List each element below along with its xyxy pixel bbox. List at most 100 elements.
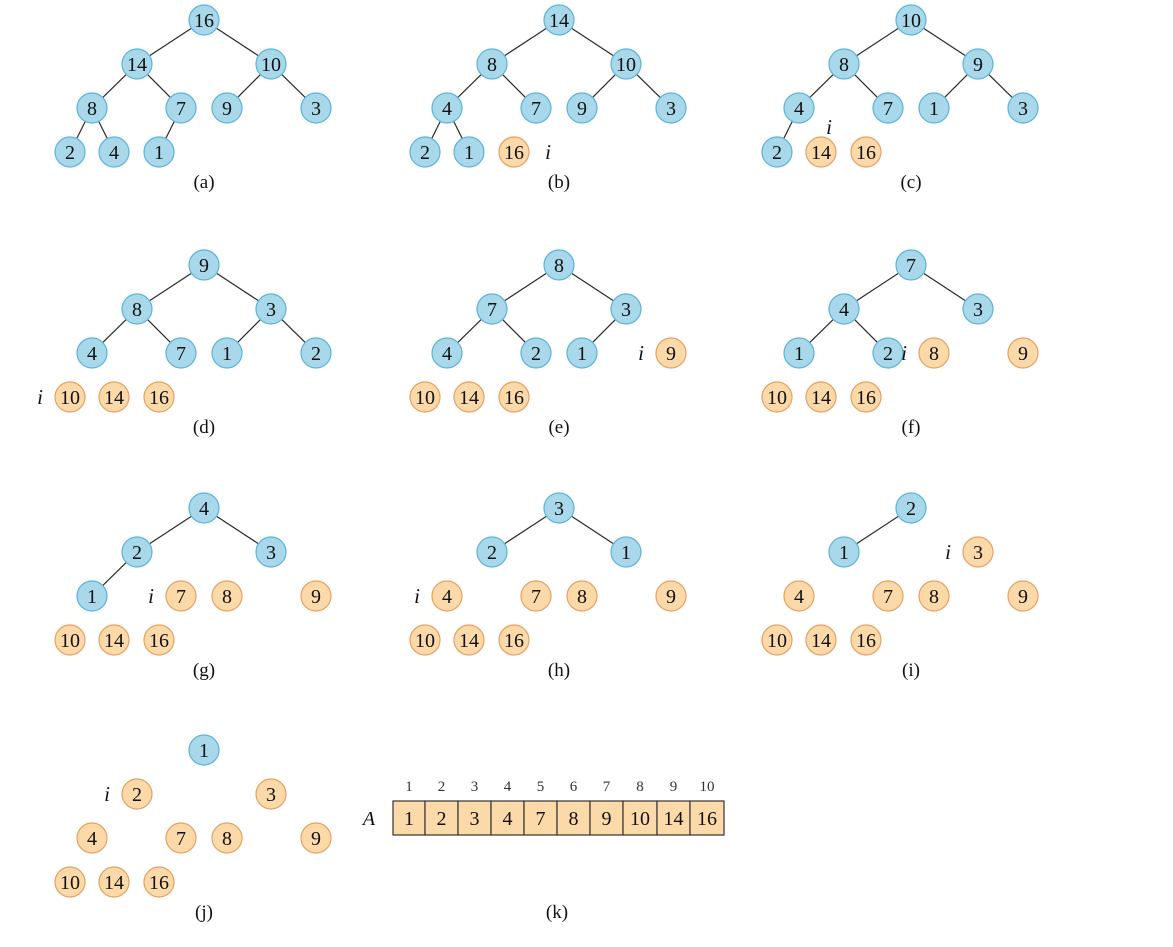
node-value: 16 bbox=[149, 872, 169, 894]
node-circle bbox=[188, 734, 220, 766]
tree-edge bbox=[165, 121, 175, 139]
node-value: 9 bbox=[666, 343, 676, 365]
sorted-node: 10 bbox=[409, 624, 441, 656]
node-circle bbox=[566, 580, 598, 612]
node-circle bbox=[895, 249, 927, 281]
node-circle bbox=[98, 381, 130, 413]
array-cell-value: 8 bbox=[569, 808, 579, 830]
array-index-label: 8 bbox=[636, 779, 644, 795]
node-circle bbox=[520, 337, 552, 369]
tree-edge bbox=[504, 272, 547, 302]
tree-edge bbox=[923, 27, 966, 57]
node-value: 8 bbox=[222, 828, 232, 850]
tree-edge bbox=[457, 74, 482, 98]
heap-node: 1 bbox=[188, 734, 220, 766]
panel-caption: (b) bbox=[548, 172, 570, 193]
node-value: 8 bbox=[554, 255, 564, 277]
heap-node: 16 bbox=[188, 4, 220, 36]
node-value: 9 bbox=[199, 255, 209, 277]
node-value: 16 bbox=[504, 630, 524, 652]
node-value: 14 bbox=[104, 387, 124, 409]
sorted-node: 9 bbox=[300, 580, 332, 612]
node-value: 3 bbox=[266, 542, 276, 564]
index-marker-i: i bbox=[37, 385, 43, 409]
heap-node: 8 bbox=[121, 293, 153, 325]
tree-edge bbox=[149, 27, 192, 57]
node-circle bbox=[783, 580, 815, 612]
node-value: 9 bbox=[1018, 343, 1028, 365]
node-value: 1 bbox=[464, 142, 474, 164]
node-value: 14 bbox=[811, 387, 831, 409]
node-circle bbox=[76, 580, 108, 612]
heap-node: 1 bbox=[918, 92, 950, 124]
node-circle bbox=[1007, 337, 1039, 369]
array-index-label: 9 bbox=[670, 779, 678, 795]
node-value: 14 bbox=[104, 630, 124, 652]
heap-node: 4 bbox=[431, 92, 463, 124]
array-cell-box bbox=[523, 800, 558, 836]
array-cell-box bbox=[689, 800, 725, 836]
tree-edge bbox=[149, 272, 192, 302]
node-circle bbox=[498, 381, 530, 413]
node-circle bbox=[54, 381, 86, 413]
sorted-node: 9 bbox=[1007, 580, 1039, 612]
heap-node: 1 bbox=[453, 136, 485, 168]
sorted-node: 14 bbox=[805, 624, 837, 656]
node-circle bbox=[805, 624, 837, 656]
sorted-node: 8 bbox=[918, 337, 950, 369]
tree-edge bbox=[571, 27, 614, 57]
node-value: 9 bbox=[577, 98, 587, 120]
node-circle bbox=[431, 337, 463, 369]
heap-node: 10 bbox=[895, 4, 927, 36]
sorted-node: 3 bbox=[962, 536, 994, 568]
node-circle bbox=[476, 293, 508, 325]
heap-node: 3 bbox=[543, 492, 575, 524]
node-value: 14 bbox=[104, 872, 124, 894]
array-index-label: 3 bbox=[471, 779, 479, 795]
node-circle bbox=[520, 92, 552, 124]
node-circle bbox=[476, 536, 508, 568]
node-circle bbox=[255, 48, 287, 80]
tree-edge bbox=[988, 74, 1013, 98]
node-value: 2 bbox=[132, 542, 142, 564]
sorted-node: 14 bbox=[98, 866, 130, 898]
node-value: 10 bbox=[261, 54, 281, 76]
array-cell: 75 bbox=[523, 779, 558, 836]
node-value: 4 bbox=[87, 828, 97, 850]
node-circle bbox=[543, 249, 575, 281]
tree-edge bbox=[856, 272, 899, 302]
node-circle bbox=[498, 624, 530, 656]
heap-node: 3 bbox=[655, 92, 687, 124]
sorted-node: 14 bbox=[453, 624, 485, 656]
array-cell-value: 7 bbox=[536, 808, 546, 830]
node-circle bbox=[872, 92, 904, 124]
sorted-node: 7 bbox=[872, 580, 904, 612]
node-circle bbox=[828, 536, 860, 568]
array-cell-box bbox=[490, 800, 525, 836]
node-value: 16 bbox=[504, 142, 524, 164]
node-value: 14 bbox=[459, 630, 479, 652]
node-value: 8 bbox=[487, 54, 497, 76]
node-value: 1 bbox=[839, 542, 849, 564]
tree-edge bbox=[102, 319, 127, 343]
node-circle bbox=[918, 337, 950, 369]
panel-caption: (d) bbox=[193, 417, 215, 438]
array-index-label: 2 bbox=[438, 779, 446, 795]
node-circle bbox=[255, 536, 287, 568]
sorted-node: 14 bbox=[805, 381, 837, 413]
sorted-node: 8 bbox=[211, 822, 243, 854]
node-circle bbox=[761, 381, 793, 413]
sorted-node: 7 bbox=[165, 580, 197, 612]
sorted-node: 8 bbox=[211, 580, 243, 612]
node-value: 14 bbox=[459, 387, 479, 409]
sorted-node: 16 bbox=[143, 381, 175, 413]
heap-node: 1 bbox=[610, 536, 642, 568]
sorted-node: 14 bbox=[98, 624, 130, 656]
node-circle bbox=[165, 337, 197, 369]
node-circle bbox=[543, 4, 575, 36]
array-index-label: 5 bbox=[537, 779, 545, 795]
node-value: 1 bbox=[621, 542, 631, 564]
